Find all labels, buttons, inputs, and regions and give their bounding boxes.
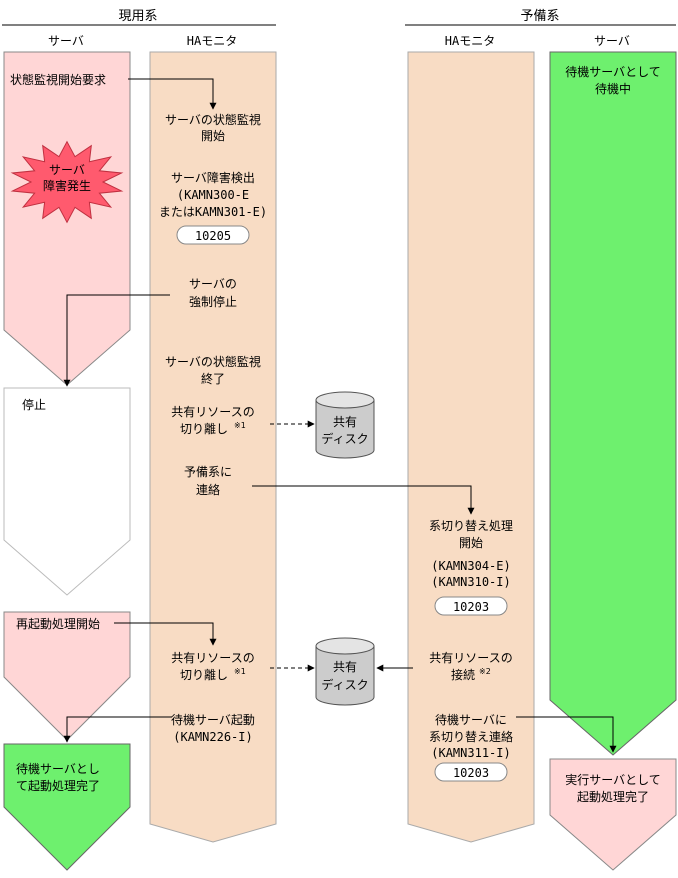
switch-start-step: 系切り替え処理 開始 [429, 519, 513, 550]
svg-text:現用系: 現用系 [118, 9, 157, 24]
svg-text:切り離し: 切り離し [180, 422, 228, 436]
col-header-standby-server: サーバ [594, 34, 630, 48]
notify-code-badge: 10203 [434, 762, 508, 782]
svg-text:起動処理完了: 起動処理完了 [577, 789, 649, 804]
monitor-start-request: 状態監視開始要求 [10, 72, 106, 87]
force-stop-step: サーバの 強制停止 [189, 277, 237, 309]
svg-text:(KAMN311-I): (KAMN311-I) [431, 746, 510, 760]
svg-text:10205: 10205 [195, 229, 231, 243]
svg-text:予備系: 予備系 [520, 8, 559, 24]
svg-text:ディスク: ディスク [321, 677, 368, 692]
stopped-label: 停止 [22, 397, 46, 412]
standby-system-header: 予備系 [405, 8, 676, 26]
arrow-notify-standby [252, 485, 475, 515]
shared-disk-icon-2: 共有 ディスク [315, 637, 375, 706]
svg-text:(KAMN310-I): (KAMN310-I) [431, 575, 510, 589]
standby-waiting-label: 待機サーバとして 待機中 [565, 64, 661, 96]
col-header-standby-ha: HAモニタ [445, 34, 495, 48]
svg-text:ディスク: ディスク [321, 431, 368, 446]
arrow-force-stop [63, 294, 170, 387]
switch-messages: (KAMN304-E) (KAMN310-I) [431, 559, 510, 589]
active-server-lane-standby [3, 743, 131, 871]
svg-text:強制停止: 強制停止 [189, 294, 237, 309]
svg-text:サーバ障害検出: サーバ障害検出 [171, 170, 255, 185]
svg-text:共有リソースの: 共有リソースの [171, 405, 254, 419]
svg-text:系切り替え連絡: 系切り替え連絡 [429, 729, 513, 744]
svg-text:待機サーバとして: 待機サーバとして [565, 64, 661, 79]
svg-text:※1: ※1 [234, 421, 246, 430]
release-resource-step-1: 共有リソースの 切り離し ※1 [171, 405, 254, 436]
failure-burst-icon: サーバ 障害発生 [10, 140, 124, 224]
svg-text:連絡: 連絡 [196, 482, 220, 497]
monitor-start-step: サーバの状態監視 開始 [165, 112, 261, 143]
svg-text:10203: 10203 [453, 600, 489, 614]
standby-server-lane-running [549, 758, 677, 871]
svg-text:サーバ: サーバ [49, 163, 85, 177]
svg-text:系切り替え処理: 系切り替え処理 [429, 519, 513, 533]
restart-label: 再起動処理開始 [16, 617, 100, 631]
shared-disk-icon-1: 共有 ディスク [315, 391, 375, 459]
monitor-end-step: サーバの状態監視 終了 [165, 354, 261, 386]
notify-standby-step: 予備系に 連絡 [184, 464, 232, 497]
svg-text:待機サーバ起動: 待機サーバ起動 [171, 712, 255, 727]
svg-text:共有リソースの: 共有リソースの [171, 651, 254, 665]
svg-text:(KAMN226-I): (KAMN226-I) [173, 730, 252, 744]
arrow-restart-to-ha [114, 622, 217, 646]
svg-text:開始: 開始 [201, 129, 225, 143]
svg-text:(KAMN304-E): (KAMN304-E) [431, 559, 510, 573]
arrow-standby-start [63, 716, 172, 743]
svg-text:接続: 接続 [451, 667, 475, 682]
col-header-active-ha: HAモニタ [187, 34, 237, 48]
active-server-lane-restart [3, 611, 131, 741]
svg-text:サーバの状態監視: サーバの状態監視 [165, 354, 261, 369]
svg-text:(KAMN300-E: (KAMN300-E [177, 188, 249, 202]
svg-text:10203: 10203 [453, 766, 489, 780]
standby-start-step: 待機サーバ起動 (KAMN226-I) [171, 712, 255, 744]
notify-standby-server-step: 待機サーバに 系切り替え連絡 (KAMN311-I) [429, 712, 513, 760]
svg-text:※1: ※1 [234, 667, 246, 676]
standby-ha-lane [407, 51, 535, 843]
arrow-notify-standby-server [516, 716, 617, 753]
active-system-header: 現用系 [2, 9, 276, 26]
standby-server-lane-waiting [549, 51, 677, 756]
standby-running-label: 実行サーバとして 起動処理完了 [565, 772, 661, 804]
svg-text:終了: 終了 [201, 371, 225, 386]
svg-text:切り離し: 切り離し [180, 668, 228, 682]
svg-text:共有: 共有 [333, 660, 357, 674]
svg-text:※2: ※2 [479, 667, 491, 676]
svg-text:待機中: 待機中 [595, 81, 631, 96]
completed-line-2: て起動処理完了 [16, 778, 100, 793]
svg-text:開始: 開始 [459, 536, 483, 550]
svg-text:待機サーバに: 待機サーバに [435, 712, 507, 727]
release-resource-step-2: 共有リソースの 切り離し ※1 [171, 651, 254, 682]
failure-detect-step: サーバ障害検出 (KAMN300-E またはKAMN301-E) [159, 170, 267, 219]
svg-text:実行サーバとして: 実行サーバとして [565, 772, 661, 787]
svg-text:サーバの状態監視: サーバの状態監視 [165, 112, 261, 127]
completed-line-1: 待機サーバとし [16, 761, 100, 776]
active-server-lane-stopped [3, 387, 131, 596]
arrow-request-to-ha [128, 78, 217, 110]
svg-text:予備系に: 予備系に [184, 464, 232, 479]
svg-text:サーバの: サーバの [189, 277, 237, 291]
switch-code-badge: 10203 [434, 596, 508, 616]
col-header-active-server: サーバ [48, 34, 84, 48]
svg-text:障害発生: 障害発生 [43, 178, 91, 193]
svg-text:共有リソースの: 共有リソースの [429, 651, 512, 665]
failure-code-badge: 10205 [176, 225, 250, 245]
svg-text:またはKAMN301-E): またはKAMN301-E) [159, 205, 267, 219]
svg-text:共有: 共有 [333, 415, 357, 429]
active-ha-lane [149, 51, 277, 843]
connect-resource-step: 共有リソースの 接続 ※2 [429, 651, 512, 682]
